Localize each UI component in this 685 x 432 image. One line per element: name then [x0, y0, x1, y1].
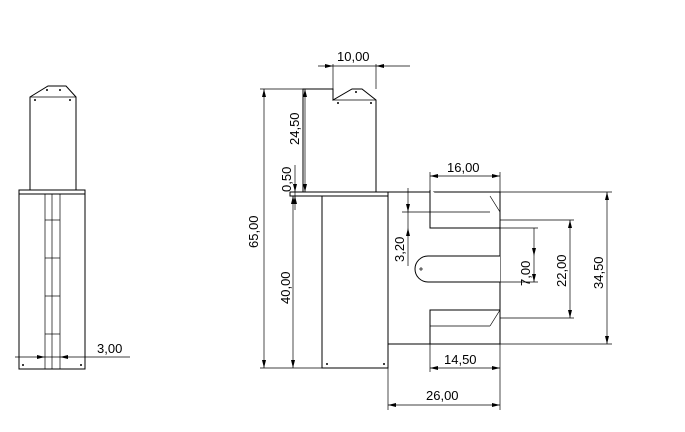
dim-plate-slot-width: 16,00	[447, 160, 480, 175]
middle-slot	[414, 255, 500, 283]
dim-plate-height: 34,50	[591, 256, 606, 289]
dim-plate-width: 26,00	[426, 388, 459, 403]
lower-slot	[429, 309, 501, 345]
upper-slot	[429, 190, 500, 229]
dim-slot-span: 22,00	[554, 254, 569, 287]
dim-pin-height: 24,50	[287, 112, 302, 145]
side-collar	[18, 189, 86, 195]
front-collar	[289, 191, 389, 197]
dim-width-top: 10,00	[337, 49, 370, 64]
dim-lower-slot-width: 14,50	[444, 352, 477, 367]
dim-gap: 0,50	[279, 167, 294, 192]
front-view: 10,00 65,00 24,50 0,50 40,00 16,00	[246, 49, 612, 410]
dim-slot-center: 7,00	[518, 261, 533, 286]
side-view: 3,00	[15, 85, 130, 370]
side-pin	[29, 85, 77, 190]
dim-body-height: 40,00	[278, 271, 293, 304]
front-pin	[302, 88, 377, 193]
dim-pin-offset: 3,00	[97, 341, 122, 356]
dim-total-height: 65,00	[246, 215, 261, 248]
dim-slot-width: 3,20	[392, 237, 407, 262]
front-body	[321, 195, 389, 369]
